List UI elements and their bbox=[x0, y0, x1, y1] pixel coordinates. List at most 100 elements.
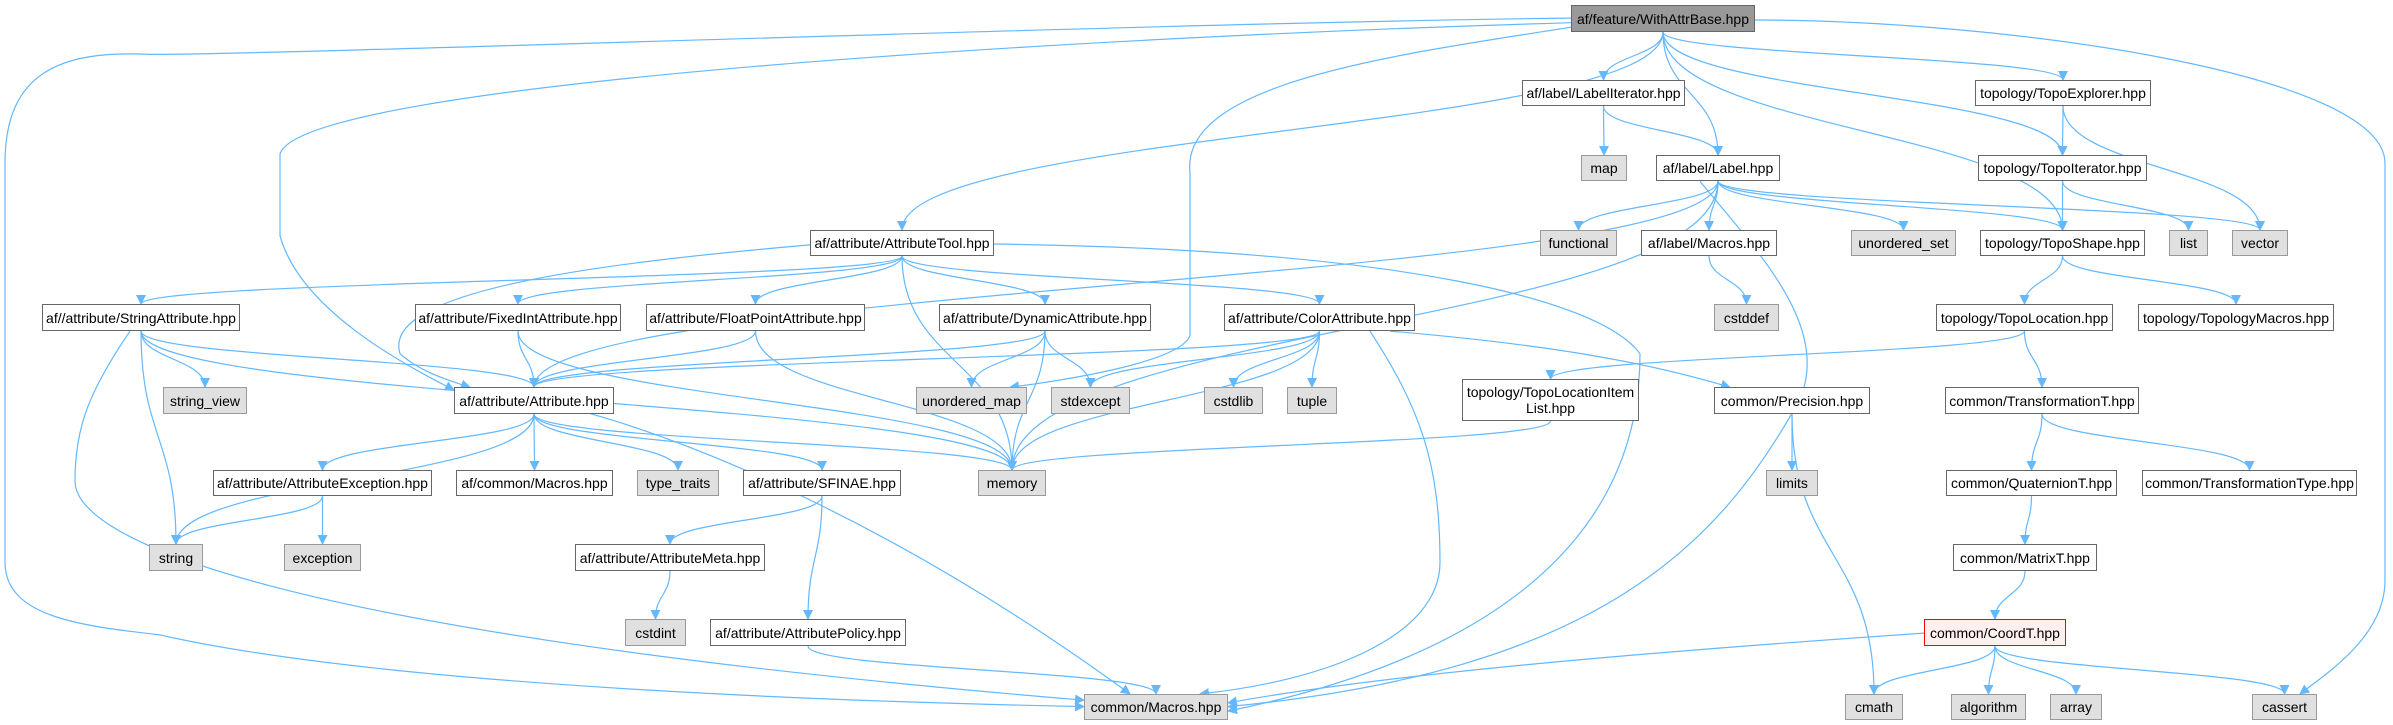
edge-colorAttr-to-precision bbox=[1389, 330, 1731, 390]
edge-root-to-topoShape bbox=[1662, 31, 2068, 231]
node-functional: functional bbox=[1540, 230, 1617, 256]
node-topoLocItemList[interactable]: topology/TopoLocationItem List.hpp bbox=[1462, 379, 1639, 421]
edge-transformationT-to-quaternionT bbox=[2026, 413, 2043, 471]
node-labelIter[interactable]: af/label/LabelIterator.hpp bbox=[1522, 80, 1685, 106]
edge-stringAttr-to-attribute bbox=[140, 330, 539, 388]
node-attrTool[interactable]: af/attribute/AttributeTool.hpp bbox=[810, 230, 994, 256]
edge-coordT-to-commonMacros bbox=[1227, 632, 1925, 707]
node-cstdlib: cstdlib bbox=[1204, 387, 1263, 414]
node-dynAttr[interactable]: af/attribute/DynamicAttribute.hpp bbox=[939, 304, 1151, 331]
node-label[interactable]: af/label/Label.hpp bbox=[1656, 155, 1780, 181]
node-unorderedMap: unordered_map bbox=[916, 387, 1027, 414]
node-map: map bbox=[1581, 155, 1627, 181]
edge-stringAttr-to-commonMacros bbox=[74, 330, 1085, 705]
edge-floatPoint-to-memory bbox=[754, 330, 1017, 471]
edge-dynAttr-to-attribute bbox=[529, 330, 1046, 388]
node-root[interactable]: af/feature/WithAttrBase.hpp bbox=[1571, 5, 1755, 32]
node-topoLocation[interactable]: topology/TopoLocation.hpp bbox=[1936, 304, 2113, 331]
edge-attribute-to-attrException bbox=[317, 413, 535, 471]
edge-colorAttr-to-attribute bbox=[529, 330, 1321, 388]
edge-topoShape-to-topoLocation bbox=[2019, 255, 2064, 305]
node-topoIter[interactable]: topology/TopoIterator.hpp bbox=[1978, 155, 2147, 181]
node-matrixT[interactable]: common/MatrixT.hpp bbox=[1953, 544, 2097, 571]
node-attribute[interactable]: af/attribute/Attribute.hpp bbox=[454, 387, 614, 414]
edge-sfinae-to-attrMeta bbox=[665, 495, 823, 545]
edge-attrTool-to-fixedInt bbox=[513, 255, 903, 305]
edge-root-to-attrTool bbox=[897, 31, 1664, 231]
edge-topoExplorer-to-vector bbox=[2062, 105, 2265, 231]
node-sfinae[interactable]: af/attribute/SFINAE.hpp bbox=[743, 470, 901, 496]
edge-root-to-labelIter bbox=[1598, 31, 1664, 81]
edge-root-to-topoExplorer bbox=[1662, 31, 2068, 81]
edge-coordT-to-algorithm bbox=[1983, 645, 1996, 695]
edge-attribute-to-afCommonMacros bbox=[529, 413, 540, 471]
edge-topoLocItemList-to-memory bbox=[1007, 420, 1552, 471]
node-list: list bbox=[2169, 230, 2208, 256]
node-algorithm: algorithm bbox=[1951, 694, 2026, 720]
edge-precision-to-cmath bbox=[1791, 413, 1879, 695]
node-attrMeta[interactable]: af/attribute/AttributeMeta.hpp bbox=[575, 544, 765, 571]
node-precision[interactable]: common/Precision.hpp bbox=[1714, 387, 1870, 414]
edge-label-to-functional bbox=[1573, 180, 1719, 231]
node-topoExplorer[interactable]: topology/TopoExplorer.hpp bbox=[1975, 80, 2151, 106]
node-cmath: cmath bbox=[1845, 694, 1903, 720]
edge-colorAttr-to-memory bbox=[1007, 330, 1321, 471]
node-floatPoint[interactable]: af/attribute/FloatPointAttribute.hpp bbox=[646, 304, 865, 331]
edge-root-to-label bbox=[1662, 31, 1723, 156]
edge-attrTool-to-memory bbox=[901, 255, 1017, 471]
edge-attribute-to-sfinae bbox=[533, 413, 827, 471]
node-stdexcept: stdexcept bbox=[1051, 387, 1130, 414]
edge-coordT-to-cmath bbox=[1869, 645, 1996, 695]
node-array: array bbox=[2050, 694, 2102, 720]
node-attrException[interactable]: af/attribute/AttributeException.hpp bbox=[213, 470, 432, 496]
edge-label-to-commonMacros bbox=[1227, 181, 1808, 711]
edge-attrException-to-string bbox=[171, 495, 324, 545]
edge-quaternionT-to-matrixT bbox=[2020, 495, 2033, 545]
edge-colorAttr-to-stdexcept bbox=[1085, 330, 1321, 388]
node-labelMacros[interactable]: af/label/Macros.hpp bbox=[1641, 230, 1777, 256]
node-cstdint: cstdint bbox=[625, 619, 686, 646]
edge-dynAttr-to-unorderedMap bbox=[966, 330, 1046, 388]
node-transformationType[interactable]: common/TransformationType.hpp bbox=[2142, 470, 2357, 496]
node-string: string bbox=[149, 544, 203, 571]
edge-stringAttr-to-string bbox=[140, 330, 181, 545]
node-colorAttr[interactable]: af/attribute/ColorAttribute.hpp bbox=[1224, 304, 1415, 331]
edge-attrTool-to-dynAttr bbox=[901, 255, 1050, 305]
edge-root-to-attribute bbox=[279, 22, 1572, 391]
edge-transformationT-to-transformationType bbox=[2041, 413, 2255, 471]
edge-labelIter-to-label bbox=[1602, 105, 1723, 156]
node-attrPolicy[interactable]: af/attribute/AttributePolicy.hpp bbox=[710, 619, 906, 646]
node-typeTraits: type_traits bbox=[637, 470, 719, 496]
node-cstddef: cstddef bbox=[1714, 304, 1779, 331]
node-stringView: string_view bbox=[163, 387, 247, 414]
edge-label-to-unorderedSet bbox=[1717, 180, 1909, 231]
edge-attrMeta-to-cstdint bbox=[650, 570, 671, 620]
node-topoShape[interactable]: topology/TopoShape.hpp bbox=[1980, 230, 2145, 256]
edge-dynAttr-to-memory bbox=[1007, 330, 1046, 471]
node-afCommonMacros[interactable]: af/common/Macros.hpp bbox=[456, 470, 613, 496]
node-vector: vector bbox=[2232, 230, 2288, 256]
node-topologyMacros[interactable]: topology/TopologyMacros.hpp bbox=[2138, 304, 2334, 331]
edge-attrPolicy-to-commonMacros bbox=[807, 645, 1161, 695]
node-fixedInt[interactable]: af/attribute/FixedIntAttribute.hpp bbox=[415, 304, 621, 331]
edge-topoLocation-to-topoLocItemList bbox=[1545, 330, 2026, 380]
node-quaternionT[interactable]: common/QuaternionT.hpp bbox=[1946, 470, 2117, 496]
node-coordT[interactable]: common/CoordT.hpp bbox=[1924, 619, 2066, 646]
edge-root-to-commonMacros bbox=[4, 17, 1572, 712]
edge-floatPoint-to-attribute bbox=[529, 330, 757, 388]
node-transformationT[interactable]: common/TransformationT.hpp bbox=[1945, 387, 2139, 414]
edge-attribute-to-memory bbox=[533, 413, 1017, 471]
node-stringAttr[interactable]: af//attribute/StringAttribute.hpp bbox=[42, 304, 240, 331]
edge-sfinae-to-attrPolicy bbox=[803, 495, 823, 620]
edge-label-to-attribute bbox=[529, 180, 1719, 388]
edge-attrTool-to-stringAttr bbox=[136, 255, 903, 305]
edge-topoIter-to-list bbox=[2061, 180, 2194, 231]
edge-coordT-to-cassert bbox=[1994, 645, 2290, 695]
edge-labelIter-to-map bbox=[1598, 105, 1609, 156]
edge-labelMacros-to-cstddef bbox=[1708, 255, 1752, 305]
edge-colorAttr-to-tuple bbox=[1307, 330, 1321, 388]
edge-coordT-to-array bbox=[1994, 645, 2081, 695]
edge-matrixT-to-coordT bbox=[1990, 570, 2026, 620]
edge-fixedInt-to-memory bbox=[517, 330, 1017, 471]
